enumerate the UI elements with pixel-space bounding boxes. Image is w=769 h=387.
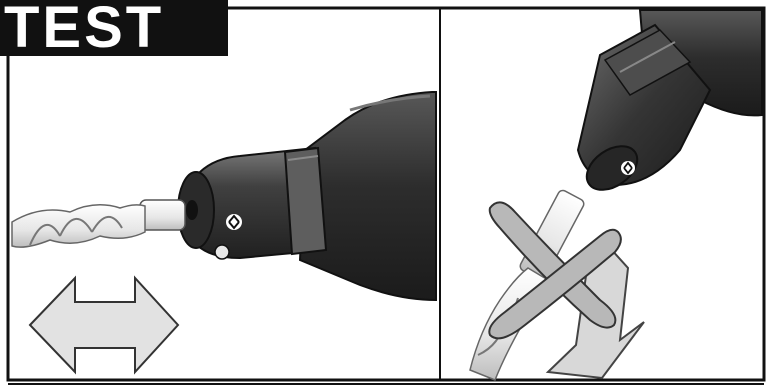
drill-chuck-icon: [178, 148, 326, 259]
left-panel: [12, 92, 436, 372]
test-badge: TEST: [0, 0, 228, 56]
double-arrow-icon: [30, 278, 178, 372]
lock-symbol-icon: [226, 214, 242, 230]
lock-symbol-icon: [621, 161, 635, 175]
right-panel: [470, 10, 762, 380]
hammer-drill-bit-icon: [12, 200, 185, 247]
